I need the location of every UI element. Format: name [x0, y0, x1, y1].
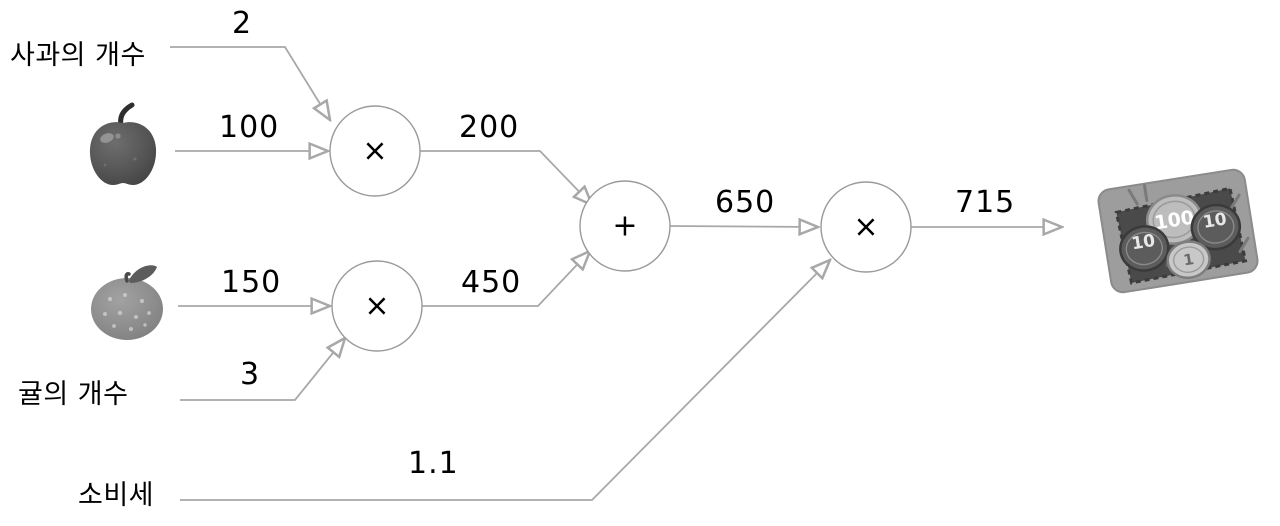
apple-price-value: 100: [219, 110, 280, 145]
apple-count-value: 2: [232, 6, 253, 41]
node-op-glyph: ×: [362, 134, 387, 169]
edge-apple-subtotal: [420, 150, 592, 205]
tangerine-icon: [91, 265, 163, 340]
apple-subtotal-value: 200: [459, 110, 520, 145]
tangerine-count-label: 귤의 개수: [18, 379, 129, 410]
edge-tangerine-count: [180, 338, 345, 401]
apple-icon: [89, 102, 157, 185]
node-mul-tangerine[interactable]: ×: [331, 260, 423, 352]
tangerine-count-value: 3: [240, 357, 261, 392]
svg-text:10: 10: [1202, 209, 1229, 232]
apple-count-label: 사과의 개수: [10, 40, 146, 71]
edge-subtotal-sum: [669, 226, 818, 227]
coin-1: 1: [1166, 240, 1211, 280]
tax-value: 1.1: [408, 446, 459, 481]
final-amount-value: 715: [955, 185, 1016, 220]
subtotal-sum-value: 650: [715, 185, 776, 220]
node-mul-apple[interactable]: ×: [329, 105, 421, 197]
tangerine-price-value: 150: [221, 265, 282, 300]
edge-tangerine-subtotal: [422, 251, 590, 307]
coin-10-left: 10: [1119, 225, 1170, 272]
wallet-icon: 100 10 10 1: [1097, 168, 1259, 294]
edge-tax: [180, 260, 830, 501]
node-add-total[interactable]: +: [579, 180, 671, 272]
node-op-glyph: ×: [364, 289, 389, 324]
coin-10-right: 10: [1190, 203, 1242, 251]
svg-text:10: 10: [1130, 231, 1157, 254]
node-op-glyph: ×: [853, 210, 878, 245]
node-op-glyph: +: [612, 209, 637, 244]
tangerine-subtotal-value: 450: [461, 265, 522, 300]
edge-apple-count: [170, 46, 330, 120]
svg-text:1: 1: [1182, 250, 1195, 269]
tax-label: 소비세: [78, 480, 155, 511]
node-mul-tax[interactable]: ×: [820, 181, 912, 273]
